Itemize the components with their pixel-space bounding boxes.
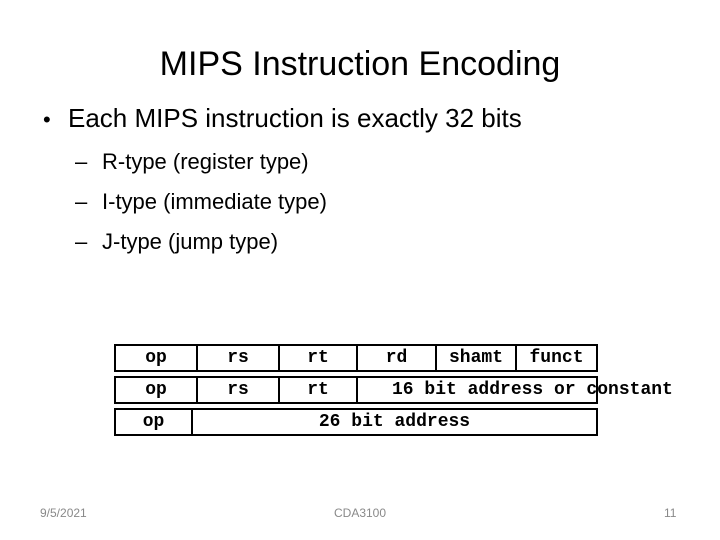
footer-course-label: CDA3100 <box>333 506 387 520</box>
sub-bullet-text: I-type (immediate type) <box>102 189 327 214</box>
bullet-text: Each MIPS instruction is exactly 32 bits <box>68 103 522 133</box>
sub-bullet-item-jtype: –J-type (jump type) <box>75 229 278 255</box>
slide-title: MIPS Instruction Encoding <box>159 45 561 83</box>
table-cell: op <box>116 378 198 402</box>
footer-date: 9/5/2021 <box>40 506 87 520</box>
table-cell: 26 bit address <box>318 412 471 432</box>
instruction-format-row-1: op rs rt rd shamt funct <box>114 344 598 372</box>
sub-bullet-item-rtype: –R-type (register type) <box>75 149 309 175</box>
instruction-format-row-2: op rs rt 16 bit address or constant <box>114 376 673 404</box>
table-cell: funct <box>529 348 584 368</box>
sub-bullet-text: R-type (register type) <box>102 149 309 174</box>
table-cell: rd <box>358 346 437 370</box>
bullet-item: • Each MIPS instruction is exactly 32 bit… <box>43 103 522 134</box>
sub-bullet-item-itype: –I-type (immediate type) <box>75 189 327 215</box>
table-cell: 16 bit address or constant <box>392 380 673 400</box>
table-cell: rt <box>280 378 358 402</box>
table-cell: rs <box>198 378 280 402</box>
sub-bullet-marker: – <box>75 149 88 174</box>
table-cell: op <box>116 346 198 370</box>
sub-bullet-marker: – <box>75 189 88 214</box>
table-cell: shamt <box>437 346 517 370</box>
instruction-format-row-3: op 26 bit address <box>114 408 598 436</box>
table-cell: rs <box>198 346 280 370</box>
table-cell: op <box>116 410 193 434</box>
sub-bullet-text: J-type (jump type) <box>102 229 279 254</box>
table-cell: rt <box>280 346 358 370</box>
footer-page-number: 11 <box>664 506 677 520</box>
sub-bullet-marker: – <box>75 229 88 254</box>
bullet-marker: • <box>43 107 51 132</box>
